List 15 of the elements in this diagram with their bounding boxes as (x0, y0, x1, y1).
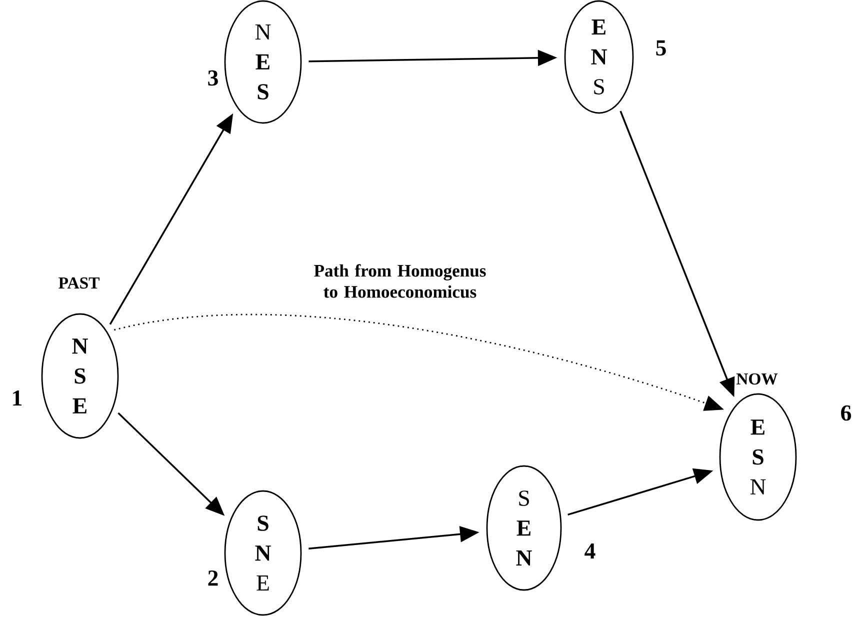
node-number: 6 (841, 405, 852, 421)
node-number: 4 (584, 543, 596, 559)
ellipse-node: S N E (224, 490, 302, 616)
node-number: 2 (208, 570, 218, 586)
time-label: NOW (736, 373, 778, 385)
node-number: 3 (208, 70, 218, 86)
time-label: PAST (58, 277, 100, 289)
ellipse-node: N E S (224, 0, 302, 124)
ellipse-node: E N S (564, 0, 634, 114)
ellipse-node: N S E (41, 313, 119, 439)
ellipse-node: E S N (719, 393, 797, 521)
edge-label: Path from Homogenus to Homoeconomicus (314, 264, 486, 298)
node-number: 1 (13, 390, 22, 406)
node-number: 5 (656, 40, 666, 56)
ellipse-node: S E N (486, 465, 562, 591)
